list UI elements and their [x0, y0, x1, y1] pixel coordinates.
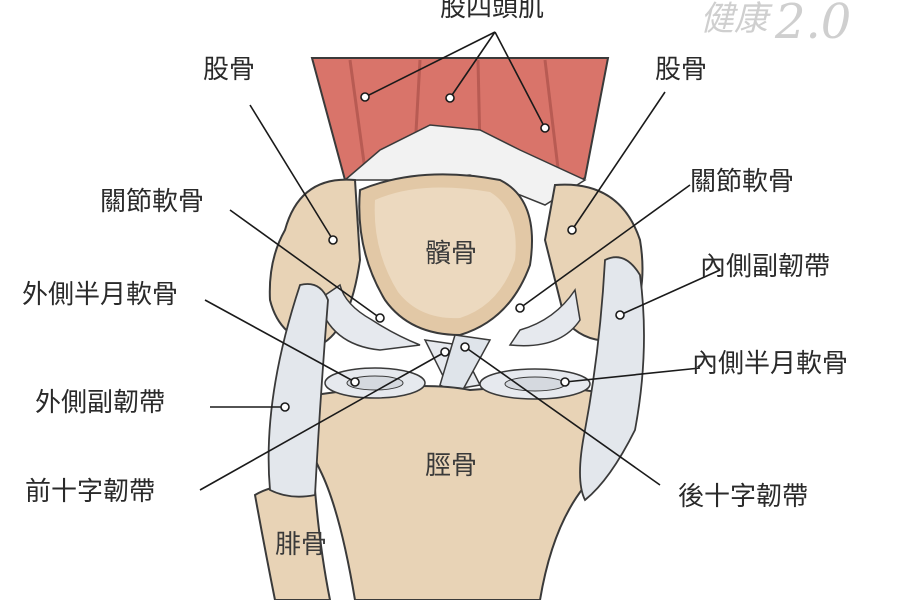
label-patella: 髕骨 — [425, 239, 477, 269]
leader-quad-2 — [449, 31, 496, 99]
leader-lines — [199, 31, 721, 491]
label-lateral-collateral: 外側副韌帶 — [35, 388, 165, 418]
quadriceps-muscle — [310, 57, 610, 206]
label-femur-left: 股骨 — [203, 55, 255, 85]
label-pcl: 後十字韌帶 — [678, 482, 808, 512]
leader-cartilage-right — [519, 184, 691, 309]
labels: 股四頭肌 股骨 股骨 關節軟骨 關節軟骨 髕骨 外側半月軟骨 內側副韌帶 內側半… — [22, 0, 848, 560]
leader-lateral-meniscus — [204, 299, 356, 383]
leader-quad-1 — [364, 31, 496, 98]
watermark-version: 2.0 — [774, 0, 851, 50]
watermark-text: 健康 — [700, 0, 773, 39]
label-fibula: 腓骨 — [275, 530, 327, 560]
label-quadriceps: 股四頭肌 — [440, 0, 544, 23]
articular-cartilage — [317, 283, 581, 351]
leader-dots — [280, 92, 625, 412]
label-medial-collateral: 內側副韌帶 — [700, 252, 830, 282]
leader-medial-meniscus — [564, 367, 701, 383]
label-cartilage-right: 關節軟骨 — [690, 167, 794, 197]
label-medial-meniscus: 內側半月軟骨 — [692, 349, 848, 379]
watermark-logo: 健康 2.0 — [700, 0, 851, 50]
leader-quad-3 — [494, 31, 546, 129]
label-tibia: 脛骨 — [425, 451, 477, 481]
leader-pcl — [464, 346, 661, 486]
leader-femur-right — [571, 91, 666, 231]
tibia — [307, 385, 619, 600]
leader-cartilage-left — [229, 209, 381, 319]
label-lateral-meniscus: 外側半月軟骨 — [22, 280, 178, 310]
label-cartilage-left: 關節軟骨 — [100, 187, 204, 217]
leader-acl — [199, 351, 446, 491]
label-femur-right: 股骨 — [655, 55, 707, 85]
patella — [358, 173, 533, 337]
leader-medial-collateral — [619, 269, 721, 316]
label-acl: 前十字韌帶 — [25, 477, 155, 507]
leader-femur-left — [249, 104, 334, 241]
